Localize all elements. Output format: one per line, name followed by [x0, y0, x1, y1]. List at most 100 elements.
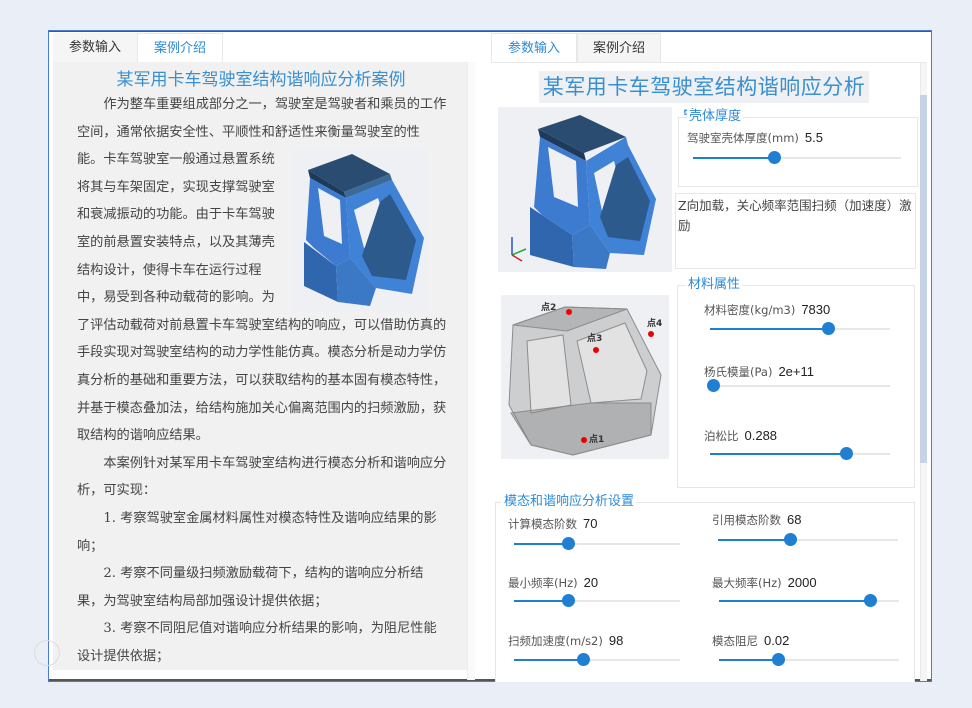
min-frequency-label: 最小频率(Hz) 20	[508, 575, 598, 591]
slider-rail	[710, 385, 890, 387]
slider-rail	[693, 157, 901, 159]
slider-knob[interactable]	[562, 537, 576, 550]
material-properties-group: 材料属性 材料密度(kg/m3) 7830 杨氏模量(Pa) 2e+11 泊松比 0.…	[677, 277, 915, 488]
ref-mode-order-value: 68	[787, 512, 802, 527]
slider-knob[interactable]	[771, 653, 785, 666]
load-description: Z向加载，关心频率范围扫频（加速度）激励	[675, 193, 916, 269]
param-label: 最大频率(Hz)	[712, 576, 782, 590]
point-2-marker	[566, 309, 572, 315]
truck-cab-image	[292, 148, 427, 312]
cab-model-image	[498, 107, 672, 272]
doc-paragraph-1-lead: 作为整车重要组成部分之一，驾驶室是驾驶者和乘员的工作空间，通常依据安全性、平顺性…	[77, 97, 447, 140]
shell-thickness-slider[interactable]	[693, 151, 901, 165]
slider-fill	[719, 659, 779, 661]
poisson-ratio-label: 泊松比 0.288	[704, 428, 777, 444]
density-label: 材料密度(kg/m3) 7830	[704, 302, 830, 318]
ref-mode-order-label: 引用模态阶数 68	[712, 512, 801, 528]
max-frequency-value: 2000	[787, 575, 817, 590]
slider-knob[interactable]	[863, 594, 877, 607]
param-label: 最小频率(Hz)	[508, 576, 578, 590]
point-3-label: 点3	[587, 334, 603, 344]
modal-damping-slider[interactable]	[719, 653, 899, 667]
tab-case-intro[interactable]: 案例介绍	[137, 33, 223, 62]
collapse-handle[interactable]	[34, 640, 60, 666]
slider-fill	[718, 539, 790, 541]
slider-fill	[710, 328, 829, 330]
left-scrollbar[interactable]	[467, 62, 475, 680]
sweep-acceleration-slider[interactable]	[514, 653, 680, 667]
slider-knob[interactable]	[562, 594, 576, 607]
material-legend: 材料属性	[686, 277, 743, 293]
doc-paragraph-1-body: 能。卡车驾驶室一般通过悬置系统将其与车架固定，实现支撑驾驶室和衰减振动的功能。由…	[77, 152, 447, 444]
ref-mode-order-slider[interactable]	[718, 533, 898, 547]
slider-knob[interactable]	[822, 322, 836, 335]
param-label: 驾驶室壳体厚度(mm)	[687, 131, 799, 145]
tab-parameter-input[interactable]: 参数输入	[53, 33, 137, 62]
poisson-ratio-value: 0.288	[744, 428, 778, 443]
slider-rail	[514, 600, 680, 602]
slider-knob[interactable]	[707, 379, 721, 392]
max-frequency-label: 最大频率(Hz) 2000	[712, 575, 817, 591]
param-label: 材料密度(kg/m3)	[704, 303, 796, 317]
doc-paragraph-2: 本案例针对某军用卡车驾驶室结构进行模态分析和谐响应分析，可实现：	[77, 455, 447, 499]
param-label: 泊松比	[704, 429, 739, 443]
left-tab-bar: 参数输入 案例介绍	[53, 33, 223, 62]
point-2-label: 点2	[541, 303, 557, 313]
max-frequency-slider[interactable]	[719, 594, 899, 608]
point-4-label: 点4	[647, 319, 663, 329]
form-title-bar: 某军用卡车驾驶室结构谐响应分析案例	[539, 71, 869, 131]
slider-fill	[514, 600, 569, 602]
youngs-modulus-slider[interactable]	[707, 379, 890, 393]
slider-knob[interactable]	[840, 447, 854, 460]
slider-fill	[710, 453, 847, 455]
doc-list-item-1: 1. 考察驾驶室金属材料属性对模态特性及谐响应结果的影响；	[77, 510, 437, 554]
doc-list-item-3: 3. 考察不同阻尼值对谐响应分析结果的影响，为阻尼性能设计提供依据；	[77, 621, 437, 664]
parameter-form: 某军用卡车驾驶室结构谐响应分析案例 壳体厚度	[491, 62, 927, 682]
density-value: 7830	[801, 302, 831, 317]
slider-fill	[514, 543, 569, 545]
slider-fill	[514, 659, 584, 661]
shell-thickness-legend: 壳体厚度	[687, 109, 744, 125]
truck-cab-icon	[292, 148, 427, 312]
cab-points-image: 点2 点3 点4 点1	[501, 295, 669, 459]
poisson-ratio-slider[interactable]	[710, 447, 890, 461]
youngs-modulus-value: 2e+11	[778, 364, 814, 379]
right-tab-bar: 参数输入 案例介绍	[491, 33, 661, 62]
doc-list-item-2: 2. 考察不同量级扫频激励载荷下，结构的谐响应分析结果，为驾驶室结构局部加强设计…	[77, 566, 424, 609]
slider-rail	[514, 543, 680, 545]
slider-rail	[718, 539, 898, 541]
shell-thickness-group: 壳体厚度 驾驶室壳体厚度(mm) 5.5	[678, 109, 918, 187]
min-frequency-value: 20	[583, 575, 599, 590]
shell-thickness-label: 驾驶室壳体厚度(mm) 5.5	[687, 130, 823, 146]
right-scrollbar-thumb[interactable]	[920, 95, 927, 463]
modal-damping-value: 0.02	[764, 633, 790, 648]
slider-knob[interactable]	[577, 653, 591, 666]
case-intro-document: 某军用卡车驾驶室结构谐响应分析案例 作为整车重要组成部分之一，驾驶室是驾驶者和乘…	[53, 62, 469, 670]
sweep-acceleration-value: 98	[608, 633, 624, 648]
sweep-acceleration-label: 扫频加速度(m/s2) 98	[508, 633, 623, 649]
calc-mode-order-slider[interactable]	[514, 537, 680, 551]
slider-fill	[719, 600, 871, 602]
density-slider[interactable]	[710, 322, 890, 336]
modal-damping-label: 模态阻尼 0.02	[712, 633, 789, 649]
right-panel: 参数输入 案例介绍 某军用卡车驾驶室结构谐响应分析案例	[491, 33, 927, 682]
tab-case-intro[interactable]: 案例介绍	[577, 33, 661, 62]
shell-thickness-value: 5.5	[804, 130, 823, 145]
doc-title: 某军用卡车驾驶室结构谐响应分析案例	[116, 70, 406, 90]
youngs-modulus-label: 杨氏模量(Pa) 2e+11	[704, 364, 814, 380]
slider-knob[interactable]	[783, 533, 797, 546]
param-label: 模态阻尼	[712, 634, 758, 648]
right-scrollbar[interactable]	[920, 63, 927, 681]
tab-parameter-input[interactable]: 参数输入	[491, 33, 577, 62]
param-label: 引用模态阶数	[712, 513, 781, 527]
analysis-legend: 模态和谐响应分析设置	[502, 494, 637, 510]
point-3-marker	[593, 347, 599, 353]
param-label: 扫频加速度(m/s2)	[508, 634, 603, 648]
param-label: 杨氏模量(Pa)	[704, 365, 773, 379]
calc-mode-order-value: 70	[583, 516, 598, 531]
slider-knob[interactable]	[767, 151, 781, 164]
min-frequency-slider[interactable]	[514, 594, 680, 608]
point-1-label: 点1	[589, 435, 605, 445]
